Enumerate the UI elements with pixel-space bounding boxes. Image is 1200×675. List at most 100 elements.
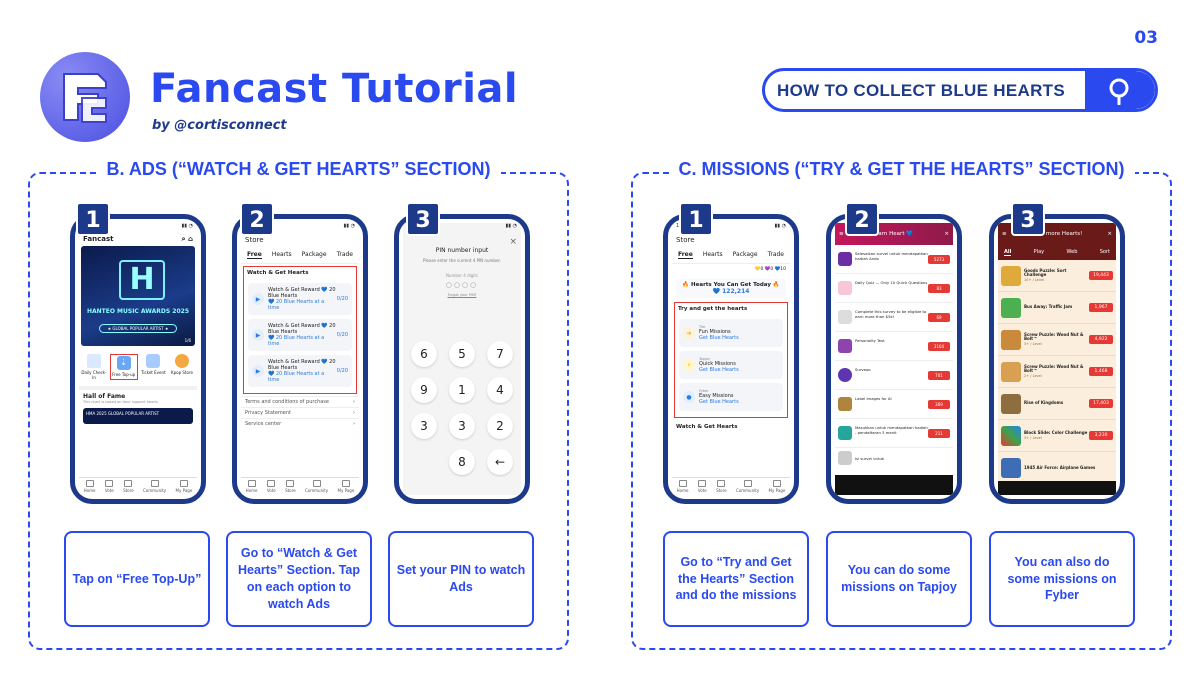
mission-item[interactable]: ● Fyber Easy Missions Get Blue Hearts [679, 383, 783, 411]
keypad-key[interactable]: 9 [411, 377, 437, 403]
link-terms[interactable]: Terms and conditions of purchase› [241, 396, 359, 407]
tab-trade[interactable]: Trade [336, 251, 353, 258]
tab-package[interactable]: Package [732, 251, 758, 258]
menu-icon[interactable]: ≡ [1002, 231, 1007, 237]
offer-item[interactable]: Surveoo 701 [835, 361, 953, 390]
reward-button[interactable]: 211 [928, 428, 950, 438]
tab-all[interactable]: All [1004, 249, 1012, 256]
banner[interactable]: H HANTEO MUSIC AWARDS 2025 ★ GLOBAL POPU… [81, 246, 195, 346]
section-missions: C. MISSIONS (“TRY & GET THE HEARTS” SECT… [631, 159, 1172, 650]
nav-store[interactable]: Store [716, 480, 727, 493]
keypad-key[interactable]: 5 [449, 341, 475, 367]
game-offer[interactable]: Screw Puzzle: Wood Nut & Bolt™ 3+ / Leve… [998, 324, 1116, 356]
link-service-center[interactable]: Service center› [241, 418, 359, 429]
hearts-today-heading: 🔥 Hearts You Can Get Today 🔥 [682, 282, 780, 288]
offer-item[interactable]: Isi survei untuk [835, 448, 953, 468]
nav-vote[interactable]: Vote [105, 480, 114, 493]
reward-button[interactable]: 1,468 [1089, 367, 1113, 376]
offer-item[interactable]: Complete this survey to be eligible to e… [835, 303, 953, 332]
nav-vote[interactable]: Vote [698, 480, 707, 493]
reward-button[interactable]: 3,230 [1089, 431, 1113, 440]
keypad-key[interactable]: 3 [411, 413, 437, 439]
keypad-key[interactable]: 7 [487, 341, 513, 367]
backspace-icon[interactable]: ← [487, 449, 513, 475]
menu-daily-check-in[interactable]: Daily Check-In [81, 354, 107, 380]
reward-button[interactable]: 83 [928, 283, 950, 293]
menu-icon[interactable]: ≡ [839, 231, 844, 237]
game-offer[interactable]: Bus Away: Traffic Jam 1,967 [998, 292, 1116, 324]
menu-ticket-event[interactable]: Ticket Event [140, 354, 166, 380]
search-icon[interactable]: ⌕ ⌂ [181, 235, 193, 243]
keypad-key[interactable]: 2 [487, 413, 513, 439]
reward-button[interactable]: 69 [928, 312, 950, 322]
nav-my-page[interactable]: My Page [176, 480, 193, 493]
offer-item[interactable]: Label images for AI 369 [835, 390, 953, 419]
page-title: Fancast Tutorial [150, 66, 519, 112]
step-badge: 3 [1011, 202, 1045, 236]
keypad-key[interactable]: 8 [449, 449, 475, 475]
close-icon[interactable]: × [509, 237, 517, 247]
tab-hearts[interactable]: Hearts [702, 251, 723, 258]
nav-store[interactable]: Store [123, 480, 134, 493]
hall-of-fame-card[interactable]: HMA 2025 GLOBAL POPULAR ARTIST [83, 408, 193, 424]
menu-free-top-up[interactable]: ⇣ Free Top-up [109, 354, 138, 380]
menu-kpop-store[interactable]: Kpop Store [169, 354, 195, 380]
reward-button[interactable]: 701 [928, 370, 950, 380]
nav-vote[interactable]: Vote [267, 480, 276, 493]
mission-item[interactable]: ⚡ Tapjoy Quick Missions Get Blue Hearts [679, 351, 783, 379]
search-button[interactable] [1085, 71, 1155, 109]
nav-community[interactable]: Community [305, 480, 328, 493]
nav-community[interactable]: Community [736, 480, 759, 493]
mission-item[interactable]: ➜ Tier Fun Missions Get Blue Hearts [679, 319, 783, 347]
nav-my-page[interactable]: My Page [769, 480, 786, 493]
nav-community[interactable]: Community [143, 480, 166, 493]
keypad-key[interactable]: 3 [449, 413, 475, 439]
nav-home[interactable]: Home [677, 480, 689, 493]
tab-play[interactable]: Play [1033, 249, 1045, 255]
reward-button[interactable]: 4,922 [1089, 335, 1113, 344]
keypad-key[interactable]: 6 [411, 341, 437, 367]
nav-store[interactable]: Store [285, 480, 296, 493]
game-offer[interactable]: Screw Puzzle: Wood Nut & Bolt™ 2+ / Leve… [998, 356, 1116, 388]
chevron-right-icon: › [353, 410, 355, 416]
offer-list: Goods Puzzle: Sort Challenge 10+ / Level… [998, 260, 1116, 484]
offer-item[interactable]: Personality Test 3164 [835, 332, 953, 361]
reward-button[interactable]: 1,967 [1089, 303, 1113, 312]
search-bar[interactable]: HOW TO COLLECT BLUE HEARTS [762, 68, 1158, 112]
tab-trade[interactable]: Trade [767, 251, 784, 258]
close-icon[interactable]: × [1107, 231, 1112, 237]
step-description: Set your PIN to watch Ads [388, 531, 534, 627]
tab-free[interactable]: Free [247, 251, 262, 259]
keypad-key[interactable]: 1 [449, 377, 475, 403]
hall-of-fame[interactable]: Hall of Fame This chart is based on fans… [79, 390, 197, 427]
watch-reward-item[interactable]: ▶ Watch & Get Reward 💙 20 Blue Hearts 💙 … [248, 355, 352, 387]
link-privacy[interactable]: Privacy Statement› [241, 407, 359, 418]
offer-item[interactable]: Daily Quiz — Only 10 Quick Questions 83 [835, 274, 953, 303]
tab-free[interactable]: Free [678, 251, 693, 259]
step-badge: 2 [845, 202, 879, 236]
reward-button[interactable]: 19,443 [1089, 271, 1113, 280]
close-icon[interactable]: × [944, 231, 949, 237]
tab-web[interactable]: Web [1066, 249, 1078, 255]
forgot-pin-link[interactable]: Forgot your PIN? [447, 293, 477, 297]
game-offer[interactable]: Block Slide: Color Challenge 3+ / Level … [998, 420, 1116, 452]
reward-button[interactable]: 17,403 [1089, 399, 1113, 408]
step-description: Go to “Try and Get the Hearts” Section a… [663, 531, 809, 627]
offer-item[interactable]: Masukkan untuk mendapatkan hadiah - pend… [835, 419, 953, 448]
watch-reward-item[interactable]: ▶ Watch & Get Reward 💙 20 Blue Hearts 💙 … [248, 319, 352, 351]
keypad-key[interactable]: 4 [487, 377, 513, 403]
nav-home[interactable]: Home [246, 480, 258, 493]
tab-sort[interactable]: Sort [1099, 249, 1110, 255]
tab-hearts[interactable]: Hearts [271, 251, 292, 258]
offer-item[interactable]: Selesaikan survei untuk mendapatkan hadi… [835, 245, 953, 274]
reward-button[interactable]: 369 [928, 399, 950, 409]
game-offer[interactable]: Rise of Kingdoms 17,403 [998, 388, 1116, 420]
reward-button[interactable]: 5273 [928, 254, 950, 264]
nav-my-page[interactable]: My Page [338, 480, 355, 493]
reward-button[interactable]: 3164 [928, 341, 950, 351]
tab-package[interactable]: Package [301, 251, 327, 258]
nav-home[interactable]: Home [84, 480, 96, 493]
game-offer[interactable]: Goods Puzzle: Sort Challenge 10+ / Level… [998, 260, 1116, 292]
game-offer[interactable]: 1945 Air Force: Airplane Games [998, 452, 1116, 484]
watch-reward-item[interactable]: ▶ Watch & Get Reward 💙 20 Blue Hearts 💙 … [248, 283, 352, 315]
